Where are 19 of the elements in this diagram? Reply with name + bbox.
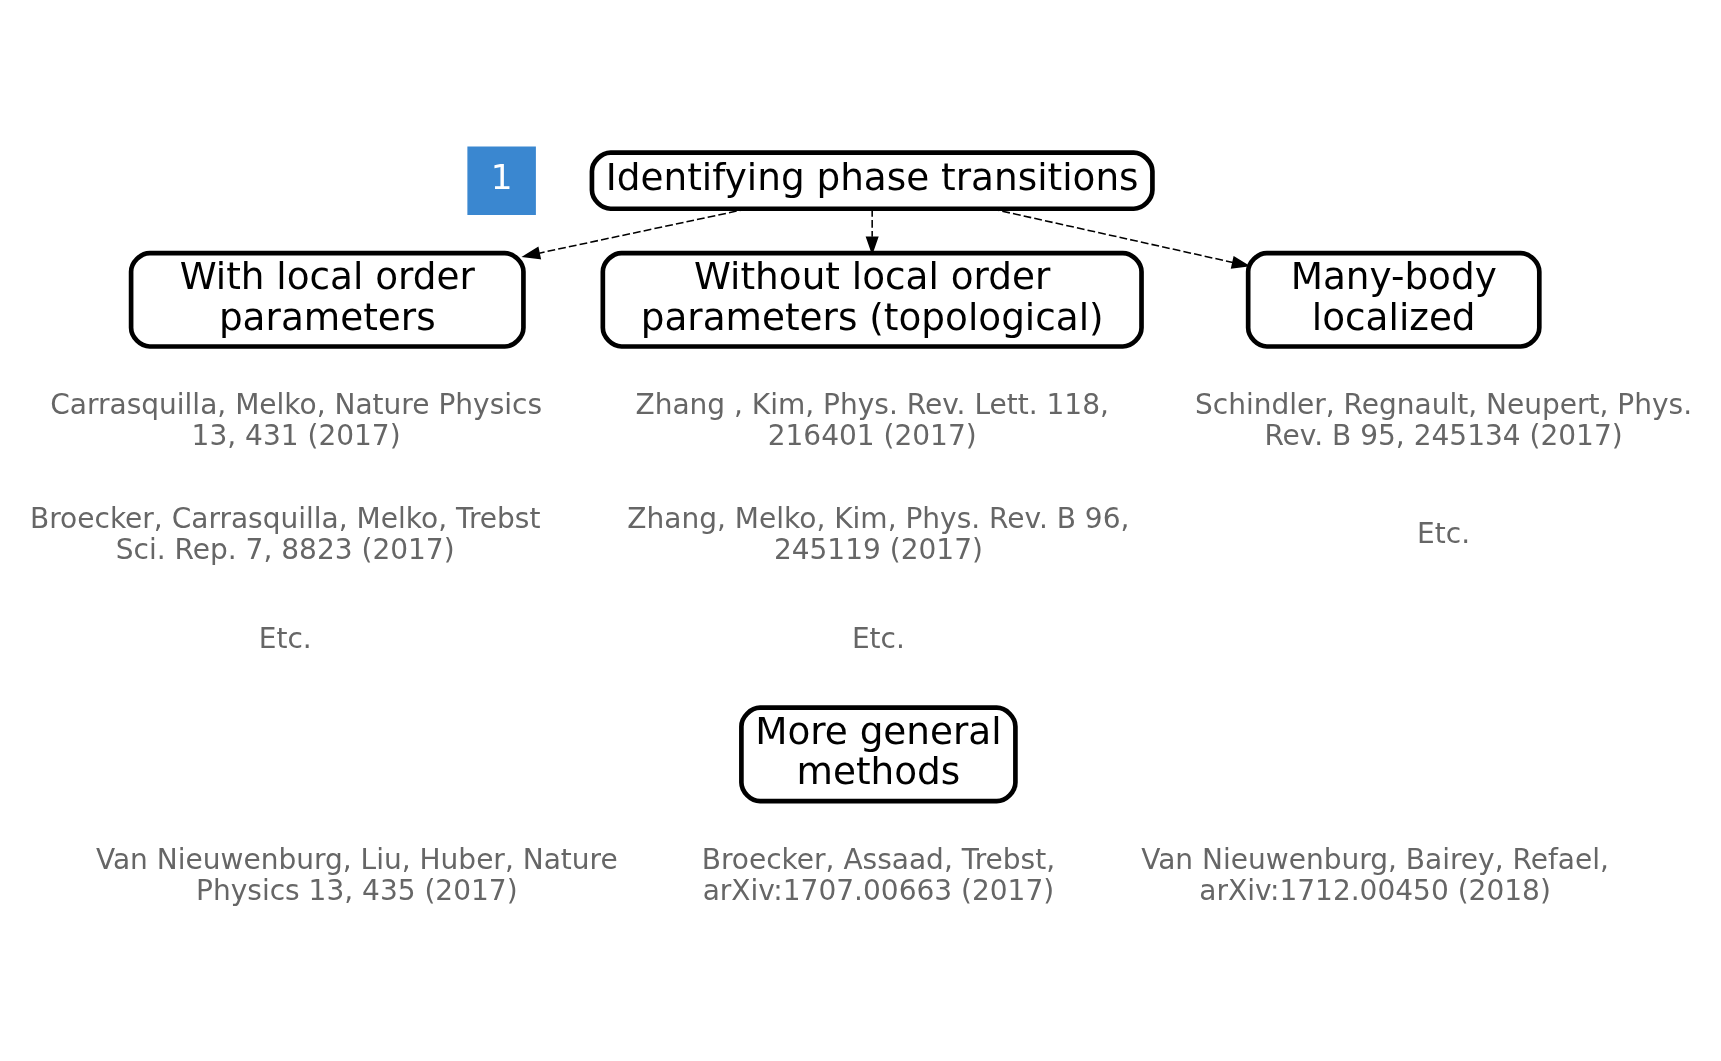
label: Etc. <box>258 621 312 655</box>
label: Van Nieuwenburg, Liu, Huber, Nature Physics 13, 435 (2017) <box>95 842 618 907</box>
node-box: With local order parameters <box>128 250 526 349</box>
label: Zhang , Kim, Phys. Rev. Lett. 118, 216401 (2017) <box>635 387 1109 452</box>
arrow <box>521 207 748 259</box>
label: Etc. <box>1417 516 1471 550</box>
label: Broecker, Assaad, Trebst, arXiv:1707.00663 (2017) <box>701 842 1056 907</box>
label: Zhang, Melko, Kim, Phys. Rev. B 96, 245119 (2017) <box>627 501 1130 566</box>
node-box: Without local order parameters (topological) <box>600 250 1144 349</box>
label: Schindler, Regnault, Neupert, Phys. Rev. B 95, 245134 (2017) <box>1194 387 1693 452</box>
label: Van Nieuwenburg, Bairey, Refael, arXiv:1712.00450 (2018) <box>1141 842 1609 907</box>
label: Broecker, Carrasquilla, Melko, Trebst Sci. Rep. 7, 8823 (2017) <box>30 501 541 566</box>
node-box: More general methods <box>739 704 1018 803</box>
arrow <box>991 207 1251 269</box>
node-box: 1 <box>467 145 536 215</box>
label: Etc. <box>851 621 905 655</box>
node-box: Identifying phase transitions <box>589 149 1155 211</box>
node-box: Many-body localized <box>1245 250 1542 349</box>
label: Carrasquilla, Melko, Nature Physics 13, 431 (2017) <box>50 387 543 452</box>
